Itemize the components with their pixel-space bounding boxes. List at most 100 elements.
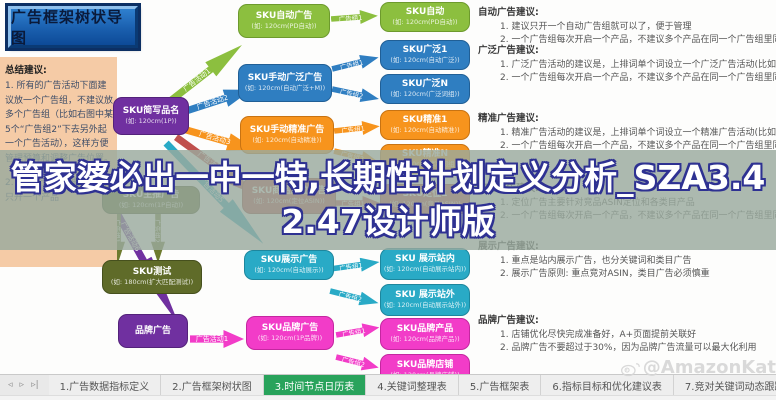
node-title: SKU测试 (132, 267, 172, 278)
node-group-auto: SKU自动 (如: 120cm(PD自动)) (380, 2, 470, 32)
weibo-icon (620, 362, 640, 376)
advice-item: 2. 一个广告组每次开启一个产品，不建议多个产品在同一个广告组里同时开启 (500, 140, 776, 151)
sheet-nav-next-icon[interactable]: ▹ (19, 380, 25, 390)
tab-ad-framework-tree[interactable]: 2.广告框架树状图 (161, 375, 264, 395)
arrow-group-brand-1: 广告组1 (335, 320, 381, 341)
watermark-text: @AmazonKat (642, 357, 776, 378)
node-sub: (如: 120cm(1P品牌)) (257, 334, 323, 343)
tab-ad-framework-table[interactable]: 5.广告框架表 (458, 375, 542, 395)
node-title: SKU手动广泛广告 (247, 73, 323, 84)
node-title: SKU 展示站内 (395, 254, 455, 265)
node-title: SKU手动精准广告 (249, 125, 325, 136)
arrow-label: 广告组2 (337, 290, 363, 304)
page-title: 广告框架树状导图 (8, 6, 138, 48)
arrow-group-exact-1: 广告组1 (333, 119, 380, 138)
node-title: SKU精准1 (402, 115, 448, 126)
node-sub: (如: 120cm(自动展示站外)) (383, 301, 467, 310)
arrow-label: 广告组2 (338, 87, 364, 101)
node-display-campaign: SKU展示广告 (如: 120cm(自动展示)) (244, 250, 334, 280)
advice-brand: 品牌广告建议: 1. 店铺优化尽快完成准备好，A+页面提前关联好 2. 品牌广告… (478, 312, 776, 354)
headline-band (0, 150, 776, 250)
arrow-label: 广告组1 (338, 261, 364, 273)
tab-competitor-keyword-tracking[interactable]: 7.竞对关键词动态跟踪表 (673, 375, 776, 395)
advice-broad: 广泛广告建议: 1. 广泛广告活动的建议是，上排词单个词设立一个广泛广告活动(比… (478, 42, 776, 84)
node-sku-name: SKU简写品名 (如: 120cm(1P)) (113, 97, 189, 135)
arrow-group-display-2: 广告组2 (328, 284, 380, 310)
node-title: SKU品牌产品 (396, 324, 454, 335)
node-sub: (如: 120cm(自动广泛)) (390, 56, 460, 65)
node-title: SKU展示广告 (260, 255, 318, 266)
sheet-nav-prev-icon[interactable]: ◃ (8, 380, 13, 390)
arrow-label: 广告活动3 (198, 129, 232, 147)
node-brand-ad: 品牌广告 (118, 314, 188, 348)
node-exact-campaign: SKU手动精准广告 (如: 120cm(自动精准)) (240, 116, 334, 154)
advice-item: 1. 精准广告活动的建议是，上排词单个词设立一个精准广告活动(比如有5个上排精准… (500, 128, 776, 138)
arrow-label: 广告组1 (339, 58, 365, 72)
node-title: SKU品牌广告 (261, 323, 319, 334)
arrow-label: 广告活动1 (181, 66, 213, 94)
sheet-nav-last-icon[interactable]: ▹| (31, 380, 39, 390)
advice-item: 2. 展示广告原则: 重点竞对ASIN，类目广告必须慎重 (500, 268, 710, 279)
sheet-nav: ◃ ▹ ▹| (0, 375, 49, 395)
node-title: SKU 展示站外 (395, 290, 455, 301)
status-strip (0, 395, 776, 400)
node-sub: (如: 120cm(PD自动)) (251, 22, 317, 31)
advice-item: 1. 重点是站内展示广告，也分关键词和类目广告 (500, 256, 692, 266)
node-sub: (如: 180cm(扩大匹配测试)) (110, 278, 194, 287)
node-title: 品牌广告 (134, 325, 171, 336)
tab-ad-data-metrics[interactable]: 1.广告数据指标定义 (48, 375, 162, 395)
headline-line-2: 2.47设计师版 (281, 202, 495, 241)
sheet-tab-bar: ◃ ▹ ▹| 1.广告数据指标定义 2.广告框架树状图 3.时间节点日历表 4.… (0, 374, 776, 395)
node-group-brand-product: SKU品牌产品 (如: 120cm(品牌产品)) (380, 318, 470, 350)
advice-item: 2. 一个广告组每次开启一个产品，不建议多个产品在同一个广告组里同时开启 (500, 34, 776, 45)
advice-header: 品牌广告建议: (478, 315, 539, 326)
advice-item: 2. 一个广告组每次开启一个产品，不建议多个产品在同一个广告组里同时开启 (500, 72, 776, 83)
tab-metric-target-advice[interactable]: 6.指标目标和优化建议表 (541, 375, 674, 395)
advice-header: 广泛广告建议: (478, 45, 539, 56)
node-sub: (如: 120cm(1P)) (125, 117, 177, 126)
advice-header: 精准广告建议: (478, 113, 539, 124)
summary-header: 总结建议: (5, 65, 47, 76)
arrow-label: 广告组1 (340, 124, 366, 136)
tab-keyword-organize[interactable]: 4.关键词整理表 (366, 375, 459, 395)
node-group-broad-n: SKU广泛N (如: 120cm(广泛词组)) (380, 74, 470, 104)
advice-item: 1. 建议只开一个自动广告组就可以了，便于管理 (500, 22, 692, 32)
node-sub: (如: 120cm(自动精准)) (390, 126, 460, 135)
arrow-label: 广告组1 (341, 326, 367, 339)
arrow-group-broad-1: 广告组1 (330, 51, 380, 76)
watermark: @AmazonKat (620, 357, 776, 378)
node-sub: (如: 120cm(自动展示)) (254, 266, 324, 275)
node-group-display-onsite: SKU 展示站内 (如: 120cm(自动展示站内)) (380, 248, 470, 280)
headline-line-1: 管家婆必出一中一特,长期性计划定义分析_SZA3.4 (10, 158, 766, 197)
node-group-display-offsite: SKU 展示站外 (如: 120cm(自动展示站外)) (380, 284, 470, 316)
node-sku-test: SKU测试 (如: 180cm(扩大匹配测试)) (102, 260, 202, 294)
arrow-label: 广告活动2 (195, 93, 230, 112)
node-sub: (如: 120cm(自动广泛+M)) (244, 84, 326, 93)
node-sub: (如: 120cm(品牌产品)) (390, 335, 460, 344)
node-title: SKU广泛1 (402, 45, 448, 56)
node-group-broad-1: SKU广泛1 (如: 120cm(自动广泛)) (380, 40, 470, 70)
node-title: SKU简写品名 (122, 106, 180, 117)
advice-auto: 自动广告建议: 1. 建议只开一个自动广告组就可以了，便于管理 2. 一个广告组… (478, 4, 776, 46)
node-sub: (如: 120cm(广泛词组)) (390, 90, 460, 99)
node-group-exact-1: SKU精准1 (如: 120cm(自动精准)) (380, 110, 470, 140)
node-title: SKU自动广告 (255, 11, 313, 22)
node-broad-campaign: SKU手动广泛广告 (如: 120cm(自动广泛+M)) (238, 64, 332, 102)
headline-text: 管家婆必出一中一特,长期性计划定义分析_SZA3.4 2.47设计师版 (0, 156, 776, 244)
tab-timeline-calendar[interactable]: 3.时间节点日历表 (263, 375, 367, 395)
arrow-group-broad-2: 广告组2 (331, 82, 381, 106)
node-title: SKU品牌店铺 (396, 360, 454, 371)
arrow-group-brand-2: 广告组2 (334, 350, 380, 374)
node-sub: (如: 120cm(自动精准)) (252, 136, 322, 145)
advice-item: 2. 品牌广告不要超过于30%，因为品牌广告流量可以最大化利用 (500, 342, 757, 353)
node-sub: (如: 120cm(PD自动)) (392, 18, 458, 27)
node-title: SKU广泛N (401, 79, 449, 90)
advice-item: 1. 广泛广告活动的建议是，上排词单个词设立一个广泛广告活动(比如有5个上排广泛… (500, 60, 776, 70)
arrow-label: 广告组2 (340, 355, 366, 370)
arrow-group-auto: 广告组1 (331, 9, 379, 26)
arrow-label: 广告活动1 (195, 335, 229, 343)
advice-exact: 精准广告建议: 1. 精准广告活动的建议是，上排词单个词设立一个精准广告活动(比… (478, 110, 776, 152)
advice-item: 1. 店铺优化尽快完成准备好，A+页面提前关联好 (500, 330, 697, 340)
node-sub: (如: 120cm(自动展示站内)) (383, 265, 467, 274)
